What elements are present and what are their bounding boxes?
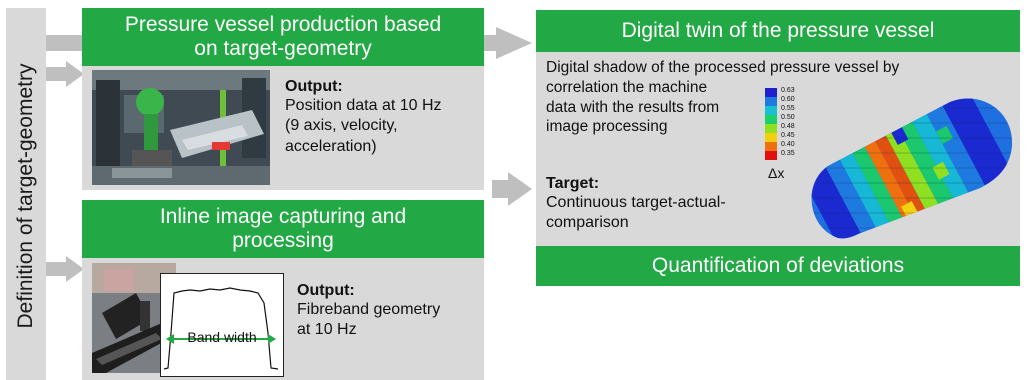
- scale-band-7: [765, 142, 777, 151]
- twin-target-line-1: Continuous target-actual-: [546, 194, 726, 211]
- arrow-to-production-head: [66, 61, 84, 87]
- production-output-line-3: acceleration): [285, 137, 377, 155]
- inline-output-title: Output:: [297, 282, 355, 299]
- production-output-line-2: (9 axis, velocity,: [285, 117, 398, 135]
- delta-x-label: Δx: [768, 165, 785, 181]
- arrow-to-inline-head: [66, 256, 84, 282]
- band-width-label: Band width: [187, 329, 257, 345]
- inline-output: Output: Fibreband geometry at 10 Hz: [297, 282, 482, 341]
- scale-band-5: [765, 124, 777, 133]
- production-output-line-1: Position data at 10 Hz: [285, 97, 442, 114]
- arrow-to-inline-shaft: [46, 262, 68, 276]
- target-geometry-bar: [6, 8, 46, 380]
- production-output-title: Output:: [285, 78, 343, 95]
- pressure-vessel-model: [811, 98, 1013, 239]
- twin-desc-line-3: data with the results from: [546, 98, 720, 116]
- production-output: Output: Position data at 10 Hz (9 axis, …: [285, 78, 480, 157]
- scale-band-6: [765, 133, 777, 142]
- twin-desc-line-2: correlation the machine: [546, 78, 708, 96]
- scale-tick-3: 0.55: [781, 105, 795, 112]
- arrow-merge-shaft: [492, 180, 512, 198]
- chevron-down-2: [487, 161, 509, 173]
- band-profile-line: [163, 287, 279, 370]
- inline-output-line-1: Fibreband geometry: [297, 301, 441, 318]
- color-scale-legend: [765, 88, 777, 160]
- chevron-up-2: [487, 231, 509, 243]
- machine-photo: [92, 70, 270, 185]
- scale-tick-1: 0.63: [781, 87, 795, 94]
- scale-tick-2: 0.60: [781, 96, 795, 103]
- scale-tick-7: 0.40: [781, 141, 795, 148]
- scale-tick-6: 0.45: [781, 132, 795, 139]
- scale-tick-4: 0.50: [781, 114, 795, 121]
- inline-output-line-2: at 10 Hz: [297, 321, 357, 339]
- target-geometry-label: Definition of target-geometry: [14, 63, 37, 329]
- inline-title: Inline image capturing and processing: [82, 200, 484, 258]
- band-width-plot: [160, 273, 284, 377]
- twin-target-title: Target:: [546, 175, 600, 192]
- chevron-up-1: [487, 222, 509, 234]
- twin-target-line-2: comparison: [546, 214, 629, 232]
- twin-target: Target: Continuous target-actual- compar…: [546, 175, 776, 234]
- scale-band-4: [765, 115, 777, 124]
- production-title: Pressure vessel production based on targ…: [82, 8, 484, 66]
- twin-desc-line-4: image processing: [546, 118, 668, 136]
- quantification-footer: Quantification of deviations: [536, 246, 1020, 286]
- chevron-down-1: [487, 152, 509, 164]
- twin-desc-line-1: Digital shadow of the processed pressure…: [546, 59, 900, 76]
- twin-description: Digital shadow of the processed pressure…: [546, 58, 1016, 137]
- scale-tick-5: 0.48: [781, 123, 795, 130]
- scale-band-3: [765, 106, 777, 115]
- arrow-to-production-shaft: [46, 67, 68, 81]
- scale-band-1: [765, 88, 777, 97]
- scale-tick-8: 0.35: [781, 150, 795, 157]
- scale-band-2: [765, 97, 777, 106]
- twin-title: Digital twin of the pressure vessel: [536, 10, 1020, 52]
- arrow-to-twin-head: [496, 27, 532, 59]
- scale-band-8: [765, 151, 777, 160]
- arrow-merge-head: [508, 172, 532, 206]
- color-scale-ticks: 0.63 0.60 0.55 0.50 0.48 0.45 0.40 0.35: [781, 86, 821, 158]
